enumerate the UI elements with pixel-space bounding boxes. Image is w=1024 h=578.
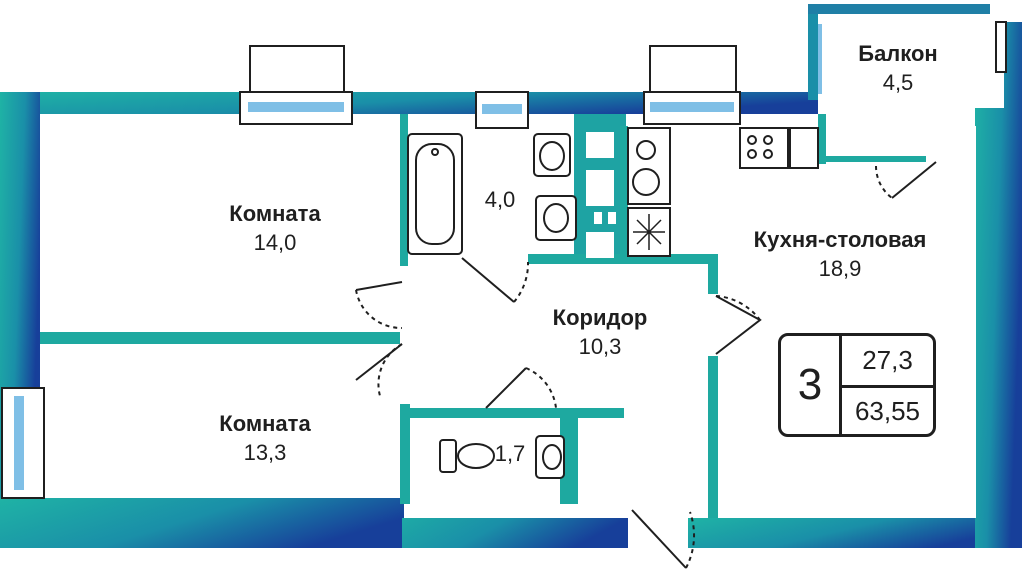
room-label-room-1: Комната 14,0 bbox=[200, 200, 350, 257]
room-area: 1,7 bbox=[494, 441, 526, 466]
room-label-room-2: Комната 13,3 bbox=[190, 410, 340, 467]
room-name: Кухня-столовая bbox=[753, 227, 927, 252]
room-label-wc: 1,7 bbox=[488, 440, 532, 469]
room-area: 13,3 bbox=[243, 439, 287, 465]
area-summary: 3 27,3 63,55 bbox=[778, 333, 936, 437]
walls bbox=[0, 4, 1022, 548]
total-area: 63,55 bbox=[854, 396, 921, 426]
room-name: Балкон bbox=[858, 41, 938, 66]
rooms-count: 3 bbox=[781, 336, 842, 434]
room-name: Комната bbox=[229, 201, 321, 226]
ventilation-shafts bbox=[410, 132, 616, 458]
room-area: 14,0 bbox=[253, 229, 297, 255]
room-label-kitchen: Кухня-столовая 18,9 bbox=[730, 226, 950, 283]
fridge-icon bbox=[627, 207, 671, 257]
doors bbox=[355, 161, 937, 569]
room-area: 4,5 bbox=[882, 69, 914, 95]
room-area: 18,9 bbox=[818, 255, 862, 281]
room-name: Комната bbox=[219, 411, 311, 436]
room-name: Коридор bbox=[552, 305, 648, 330]
bathtub-icon bbox=[407, 133, 463, 255]
windows bbox=[1, 21, 1007, 499]
room-label-corridor: Коридор 10,3 bbox=[530, 304, 670, 361]
room-label-bathroom: 4,0 bbox=[470, 186, 530, 215]
room-area: 10,3 bbox=[578, 333, 622, 359]
living-area: 27,3 bbox=[842, 336, 933, 388]
partitions bbox=[40, 114, 926, 518]
sink-icon bbox=[533, 133, 577, 479]
stove-icon bbox=[739, 127, 819, 169]
toilet-icon bbox=[439, 439, 495, 473]
room-label-balcony: Балкон 4,5 bbox=[838, 40, 958, 97]
room-area: 4,0 bbox=[484, 187, 516, 212]
kitchen-sink-icon bbox=[627, 127, 671, 205]
